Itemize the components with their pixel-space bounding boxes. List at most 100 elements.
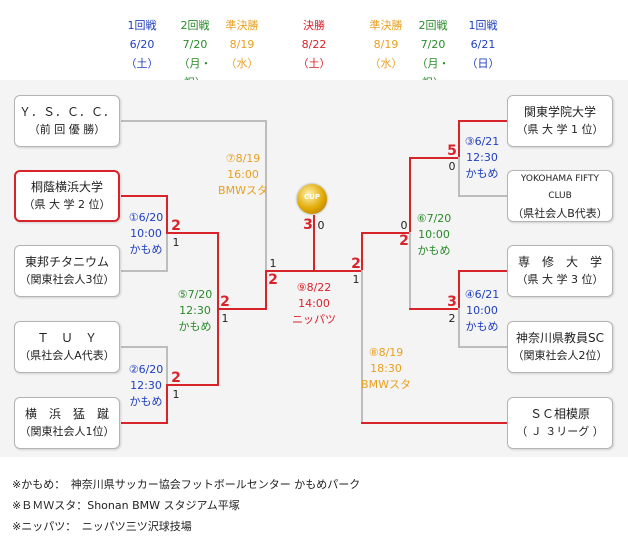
score: 1 xyxy=(269,257,277,270)
team-subtitle: （県 大 学 2 位） xyxy=(23,198,111,211)
bracket-line xyxy=(265,270,267,310)
match-venue: かもめ xyxy=(178,320,212,333)
team-name: 横 浜 猛 蹴 xyxy=(24,407,109,421)
match-venue: BMWスタ xyxy=(361,378,411,391)
match-info-7: ⑦8/19 16:00 BMWスタ xyxy=(211,151,275,199)
bracket-line xyxy=(361,270,363,424)
match-number: ④6/21 xyxy=(464,288,500,301)
match-time: 10:00 xyxy=(466,304,498,317)
match-time: 12:30 xyxy=(466,151,498,164)
match-number: ⑥7/20 xyxy=(416,212,452,225)
bracket-line xyxy=(166,232,219,234)
score: 2 xyxy=(448,312,456,325)
header-col-3: 準決勝 8/19 （水） xyxy=(218,16,266,73)
header-col-5: 準決勝 8/19 （水） xyxy=(362,16,410,73)
round-date: 8/19 xyxy=(373,38,399,51)
bracket-line xyxy=(166,233,168,272)
bracket-line xyxy=(217,308,267,310)
venue-notes: ※かもめ： 神奈川県サッカー協会フットボールセンター かもめパーク ※ＢＭＷスタ… xyxy=(12,474,360,537)
bracket-line xyxy=(458,157,460,197)
round-label: 準決勝 xyxy=(369,19,403,32)
team-name: 関東学院大学 xyxy=(523,105,596,119)
note-line: ※かもめ： 神奈川県サッカー協会フットボールセンター かもめパーク xyxy=(12,478,361,491)
match-time: 18:30 xyxy=(370,362,402,375)
team-box-toho-titanium: 東邦チタニウム （関東社会人3位） xyxy=(14,245,120,297)
team-box-yscc: Ｙ．Ｓ．Ｃ．Ｃ． （前 回 優 勝） xyxy=(14,95,120,147)
bracket-line xyxy=(121,195,168,197)
team-name: ＳＣ相模原 xyxy=(529,407,590,421)
team-subtitle: （関東社会人1位） xyxy=(19,425,115,438)
match-number: ⑧8/19 xyxy=(368,346,404,359)
team-subtitle: （前 回 優 勝） xyxy=(28,123,106,136)
match-info-2: ②6/20 12:30 かもめ xyxy=(114,362,178,410)
round-day: （水） xyxy=(225,57,259,70)
header-col-1: 1回戦 6/20 （土） xyxy=(118,16,166,73)
bracket-line xyxy=(458,120,460,159)
match-number: ⑦8/19 xyxy=(225,152,261,165)
round-date: 7/20 xyxy=(420,38,446,51)
team-box-yokohama-moushu: 横 浜 猛 蹴 （関東社会人1位） xyxy=(14,397,120,449)
team-box-toin-yokohama: 桐蔭横浜大学 （県 大 学 2 位） xyxy=(14,170,120,222)
team-subtitle: （ Ｊ ３リーグ ） xyxy=(516,425,604,438)
bracket-line xyxy=(361,232,363,272)
bracket-line xyxy=(166,346,168,386)
bracket-line xyxy=(409,308,460,310)
bracket-line xyxy=(313,215,315,272)
match-venue: かもめ xyxy=(465,320,499,333)
bracket-line xyxy=(166,384,168,424)
score: 1 xyxy=(221,312,229,325)
round-day: （日） xyxy=(466,57,500,70)
round-day: （水） xyxy=(369,57,403,70)
score: 1 xyxy=(352,273,360,286)
bracket-line xyxy=(458,270,507,272)
bracket-line xyxy=(458,195,507,197)
team-box-senshu: 専 修 大 学 （県 大 学 3 位） xyxy=(507,245,613,297)
score: 5 xyxy=(447,143,457,159)
score: 1 xyxy=(172,388,180,401)
team-subtitle: （県社会人A代表） xyxy=(19,349,115,362)
match-info-6: ⑥7/20 10:00 かもめ xyxy=(402,211,466,259)
team-box-kanto-gakuin: 関東学院大学 （県 大 学 1 位） xyxy=(507,95,613,147)
score: 2 xyxy=(171,218,181,234)
note-line: ※ＢＭＷスタ：Shonan BMW スタジアム平塚 xyxy=(12,499,240,512)
bracket-line xyxy=(166,195,168,233)
score: 0 xyxy=(400,219,408,232)
bracket-line xyxy=(458,346,507,348)
match-number: ⑤7/20 xyxy=(177,288,213,301)
bracket-line xyxy=(409,232,411,309)
round-date: 6/20 xyxy=(129,38,155,51)
team-subtitle: （関東社会人3位） xyxy=(19,273,115,286)
match-info-8: ⑧8/19 18:30 BMWスタ xyxy=(354,345,418,393)
round-date: 7/20 xyxy=(182,38,208,51)
bracket-line xyxy=(458,120,507,122)
match-info-3: ③6/21 12:30 かもめ xyxy=(450,134,514,182)
bracket-line xyxy=(265,120,267,272)
match-venue: かもめ xyxy=(417,244,451,257)
team-subtitle: （県 大 学 1 位） xyxy=(516,123,604,136)
team-name: Ｙ．Ｓ．Ｃ．Ｃ． xyxy=(18,105,115,119)
round-date: 8/19 xyxy=(229,38,255,51)
team-name: 桐蔭横浜大学 xyxy=(30,180,103,194)
bracket-line xyxy=(121,120,267,122)
match-info-4: ④6/21 10:00 かもめ xyxy=(450,287,514,335)
header-col-2: 2回戦 7/20 （月・祝） xyxy=(171,16,219,89)
round-label: 1回戦 xyxy=(127,19,157,32)
round-label: 決勝 xyxy=(303,19,325,32)
bracket-line xyxy=(458,308,460,348)
team-name: YOKOHAMA FIFTY CLUB xyxy=(520,173,600,201)
match-number: ①6/20 xyxy=(128,211,164,224)
match-info-9-final: ⑨8/22 14:00 ニッパツ xyxy=(282,280,346,328)
bracket-line xyxy=(361,422,507,424)
header-col-6: 2回戦 7/20 （月・祝） xyxy=(409,16,457,89)
header-col-7: 1回戦 6/21 （日） xyxy=(459,16,507,73)
bracket-line xyxy=(166,384,219,386)
score: 2 xyxy=(351,256,361,272)
team-box-yokohama-fifty-club: YOKOHAMA FIFTY CLUB （県社会人B代表） xyxy=(507,170,613,222)
team-subtitle: （県 大 学 3 位） xyxy=(516,273,604,286)
team-name: 東邦チタニウム xyxy=(24,255,109,269)
match-info-5: ⑤7/20 12:30 かもめ xyxy=(163,287,227,335)
team-name: 神奈川県教員SC xyxy=(516,331,604,345)
match-venue: かもめ xyxy=(129,243,163,256)
round-label: 1回戦 xyxy=(468,19,498,32)
score: 2 xyxy=(268,272,278,288)
